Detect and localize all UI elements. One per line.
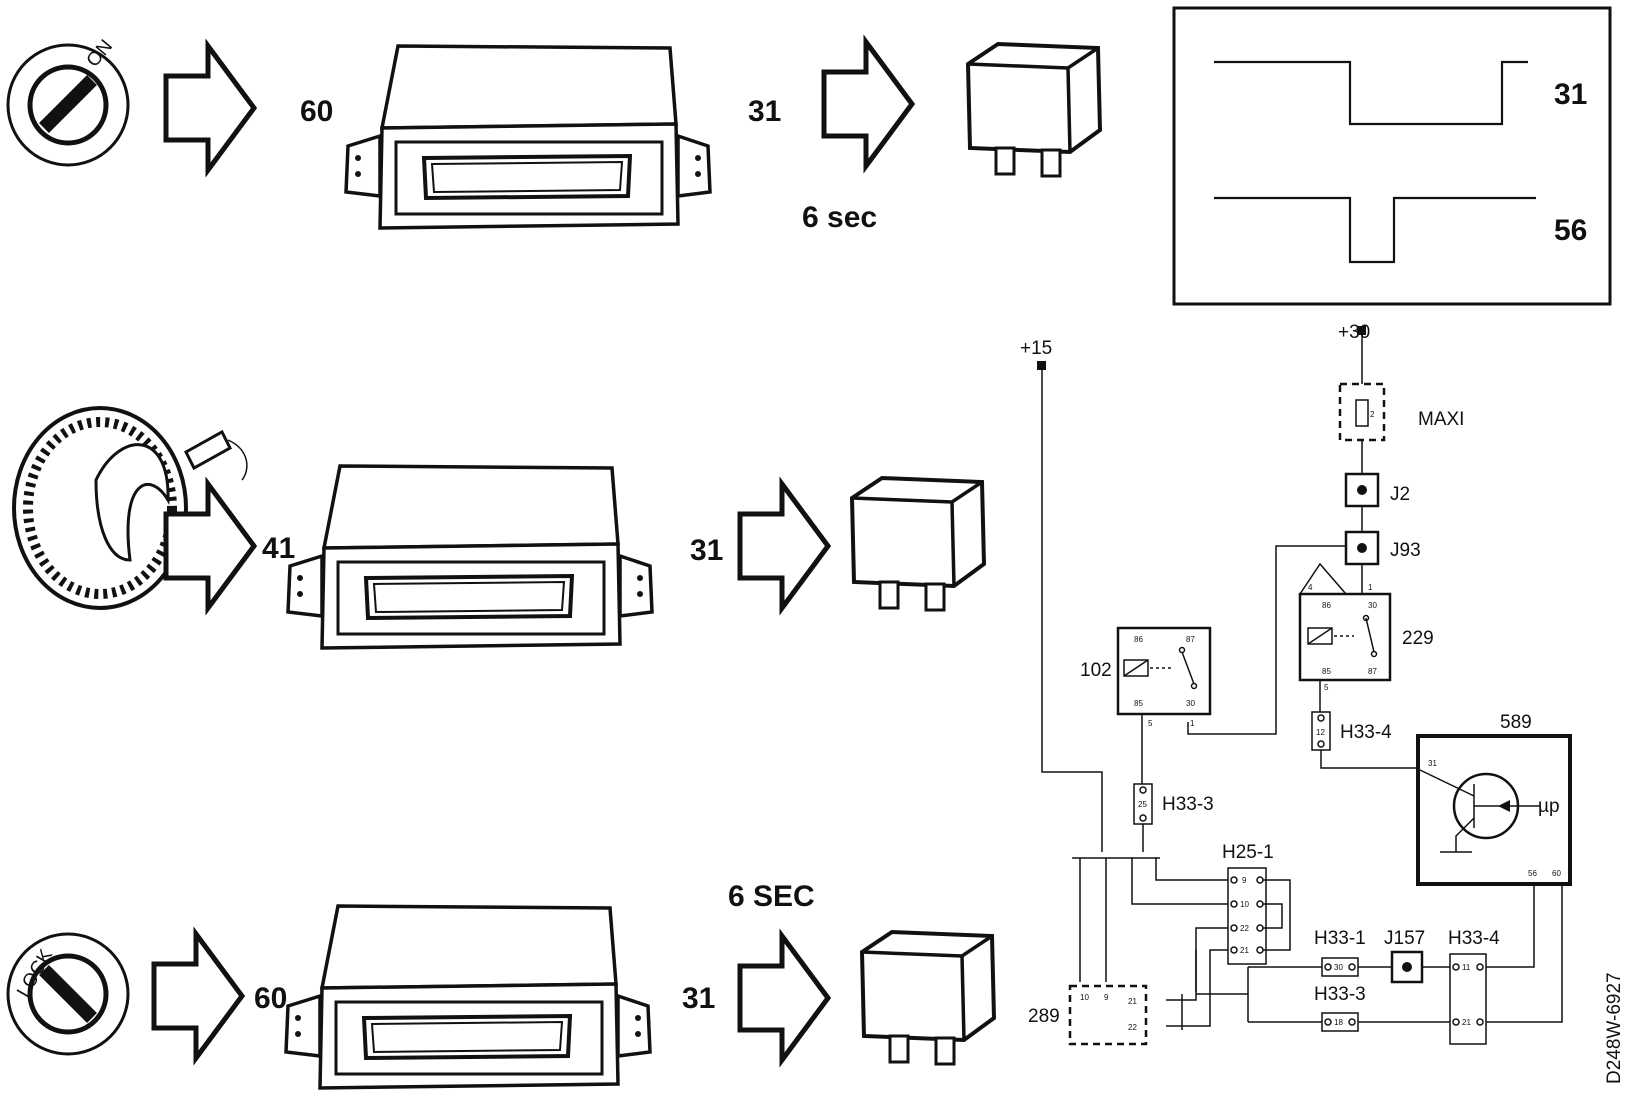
module-289-label: 289 — [1028, 1006, 1060, 1027]
pin-label: 5 — [1324, 683, 1329, 692]
fuse-icon — [1355, 399, 1369, 427]
signal-panel: 31 56 — [1172, 6, 1612, 306]
pin-label: 4 — [1308, 583, 1313, 592]
relay-icon — [850, 476, 986, 612]
pin-label: 85 — [1134, 699, 1143, 708]
flow-arrow — [740, 484, 828, 608]
connector-h33-4-bottom — [1449, 953, 1487, 1045]
pin-label: 86 — [1134, 635, 1143, 644]
pin-label: 5 — [1148, 719, 1153, 728]
relay-102-label: 102 — [1080, 660, 1112, 681]
flow-arrow — [824, 42, 912, 166]
pin-label: 30 — [1334, 963, 1343, 972]
pin-label: 31 — [1428, 759, 1437, 768]
relay-229-label: 229 — [1402, 628, 1434, 649]
ecu-unit — [344, 44, 712, 230]
row-3: LOCK 60 31 6 SEC — [6, 880, 996, 1090]
flow-arrow — [166, 46, 254, 170]
trace-label-31: 31 — [1554, 78, 1587, 111]
connector-h33-3-mid-label: H33-3 — [1162, 794, 1214, 815]
pin-label: 1 — [1190, 719, 1195, 728]
pin-label: 9 — [1242, 876, 1247, 885]
row-1: ON 60 31 6 sec — [6, 36, 1102, 234]
fuse-number: 2 — [1370, 410, 1375, 419]
pin-label: 85 — [1322, 667, 1331, 676]
supply-15-label: +15 — [1020, 338, 1052, 359]
pin-label: 22 — [1240, 924, 1249, 933]
connector-j93-label: J93 — [1390, 540, 1421, 561]
pin-label: 1 — [1368, 583, 1373, 592]
pin-label: 21 — [1462, 1018, 1471, 1027]
pin-label: 18 — [1334, 1018, 1343, 1027]
pin-label: 10 — [1080, 993, 1089, 1002]
microprocessor-label: µp — [1538, 796, 1560, 817]
pin-label: 9 — [1104, 993, 1109, 1002]
pin-label: 60 — [1552, 869, 1561, 878]
pin-label: 21 — [1240, 946, 1249, 955]
relay-icon — [860, 930, 996, 1066]
row-2: 41 31 — [12, 406, 986, 650]
ignition-switch-on-icon: ON — [6, 36, 130, 167]
ignition-switch-lock-icon: LOCK — [6, 932, 130, 1056]
connector-h25-1 — [1227, 867, 1267, 965]
pin-label: 22 — [1128, 1023, 1137, 1032]
pin-label: 56 — [1528, 869, 1537, 878]
ecu-output-label: 31 — [682, 982, 715, 1015]
connector-h33-3-bottom-label: H33-3 — [1314, 984, 1366, 1005]
ecu-input-label: 41 — [262, 532, 295, 565]
ecu-unit — [284, 904, 652, 1090]
module-289 — [1068, 984, 1148, 1046]
pin-label: 86 — [1322, 601, 1331, 610]
flow-arrow — [154, 934, 242, 1058]
time-label: 6 sec — [802, 201, 877, 234]
ecu-unit — [286, 464, 654, 650]
ecu-output-label: 31 — [690, 534, 723, 567]
connector-h33-1-label: H33-1 — [1314, 928, 1366, 949]
ecu-input-label: 60 — [254, 982, 287, 1015]
pin-label: 30 — [1368, 601, 1377, 610]
crankshaft-sensor-icon — [12, 406, 248, 610]
wiring-schematic: +15 +30 2 MAXI J2 J93 4 86 1 30 85 87 — [1020, 322, 1572, 1046]
fuse-label: MAXI — [1418, 409, 1464, 430]
connector-h33-4-bottom-label: H33-4 — [1448, 928, 1500, 949]
pin-label: 87 — [1368, 667, 1377, 676]
pin-label: 30 — [1186, 699, 1195, 708]
pin-label: 10 — [1240, 900, 1249, 909]
time-label: 6 SEC — [728, 880, 815, 913]
pin-label: 12 — [1316, 728, 1325, 737]
pin-label: 25 — [1138, 800, 1147, 809]
connector-h33-4-top-label: H33-4 — [1340, 722, 1392, 743]
trace-label-56: 56 — [1554, 214, 1587, 247]
ecu-output-label: 31 — [748, 95, 781, 128]
relay-icon — [966, 42, 1102, 178]
pin-label: 21 — [1128, 997, 1137, 1006]
drawing-id: D248W-6927 — [1604, 972, 1625, 1084]
flow-arrow — [740, 936, 828, 1060]
ecu-589-label: 589 — [1500, 712, 1532, 733]
pin-label: 11 — [1462, 963, 1471, 972]
pin-label: 87 — [1186, 635, 1195, 644]
connector-j2-label: J2 — [1390, 484, 1410, 505]
ecu-input-label: 60 — [300, 95, 333, 128]
supply-30-terminal — [1357, 326, 1366, 335]
supply-15-terminal — [1037, 361, 1046, 370]
connector-h25-1-label: H25-1 — [1222, 842, 1274, 863]
connector-j157-label: J157 — [1384, 928, 1425, 949]
